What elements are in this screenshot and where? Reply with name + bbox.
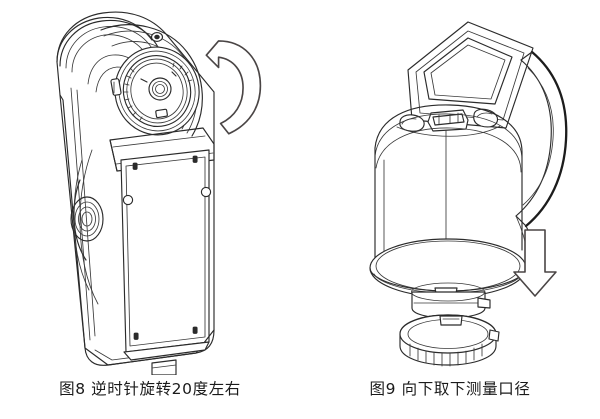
panel-screws: [132, 155, 198, 340]
rotating-measurement-dial[interactable]: [106, 38, 209, 144]
figure-panel-fig8: 图8 逆时针旋转20度左右: [0, 0, 300, 398]
detachable-measurement-aperture-ring[interactable]: [399, 314, 500, 367]
figure-panel-fig9: 图9 向下取下测量口径: [300, 0, 600, 419]
top-fixing-screw: [150, 32, 164, 42]
illustration-handheld-colorimeter: [0, 0, 300, 375]
figure-caption-fig9: 图9 向下取下测量口径: [369, 380, 531, 398]
device-bottom-edge: [84, 329, 215, 366]
knurled-ridges: [409, 343, 483, 367]
mount-collar: [411, 282, 491, 319]
dial-scale-ticks: [123, 62, 193, 121]
curved-counterclockwise-rotation-arrow: [205, 40, 262, 135]
rear-panel-plate: [120, 149, 212, 353]
panel-holes: [122, 186, 212, 206]
lcd-display: [423, 37, 513, 105]
elliptical-base-plate: [369, 238, 527, 298]
body-shoulder-curve: [374, 104, 523, 173]
illustration-benchtop-colorimeter: [300, 0, 600, 375]
side-grip-concentric-detail: [70, 149, 104, 305]
bottom-foot-tab: [151, 359, 177, 375]
dial-index-marks: [140, 71, 177, 83]
figure-caption-fig8: 图8 逆时针旋转20度左右: [59, 380, 241, 398]
straight-down-arrow: [513, 229, 557, 297]
